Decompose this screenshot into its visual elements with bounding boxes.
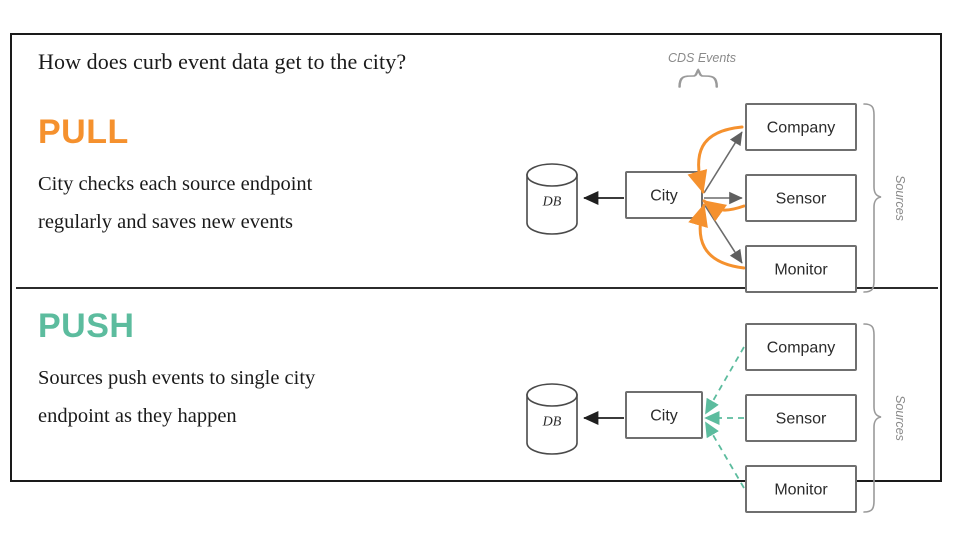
pull-request-arrow-company bbox=[703, 131, 743, 194]
pull-text-column: PULL City checks each source endpoint re… bbox=[38, 113, 468, 241]
cds-events-brace bbox=[678, 68, 718, 88]
pull-diagram: CDS Events DB City bbox=[492, 35, 942, 293]
pull-source-label-sensor: Sensor bbox=[776, 191, 827, 208]
push-city-node: City bbox=[625, 391, 703, 439]
pull-city-node: City bbox=[625, 171, 703, 219]
cds-events-label: CDS Events bbox=[668, 51, 736, 65]
push-text-column: PUSH Sources push events to single city … bbox=[38, 307, 468, 435]
push-source-monitor: Monitor bbox=[745, 465, 857, 513]
push-db-node: DB bbox=[526, 383, 578, 455]
push-source-label-company: Company bbox=[767, 340, 835, 357]
push-db-label: DB bbox=[542, 415, 562, 430]
pull-db-label: DB bbox=[542, 195, 562, 210]
pull-source-sensor: Sensor bbox=[745, 174, 857, 222]
push-source-label-sensor: Sensor bbox=[776, 411, 827, 428]
pull-sources-brace bbox=[863, 103, 882, 293]
push-heading: PUSH bbox=[38, 307, 135, 345]
push-description-line-2: endpoint as they happen bbox=[38, 405, 237, 427]
pull-description-line-2: regularly and saves new events bbox=[38, 211, 294, 233]
pull-heading: PULL bbox=[38, 113, 129, 151]
section-divider bbox=[16, 287, 938, 289]
push-description: Sources push events to single city endpo… bbox=[38, 359, 438, 435]
pull-city-label: City bbox=[650, 188, 678, 205]
push-source-label-monitor: Monitor bbox=[774, 482, 828, 499]
push-arrow-company bbox=[705, 346, 745, 415]
page-title: How does curb event data get to the city… bbox=[38, 49, 407, 74]
pull-description: City checks each source endpoint regular… bbox=[38, 165, 438, 241]
pull-db-node: DB bbox=[526, 163, 578, 235]
push-sources-label: Sources bbox=[893, 395, 907, 441]
slide-frame: How does curb event data get to the city… bbox=[10, 33, 942, 513]
push-arrow-monitor bbox=[705, 421, 745, 489]
pull-return-curve-company bbox=[687, 125, 744, 194]
pull-sources-label: Sources bbox=[893, 175, 907, 221]
push-city-label: City bbox=[650, 408, 678, 425]
push-diagram: DB City Company Sensor bbox=[492, 287, 942, 513]
push-source-sensor: Sensor bbox=[745, 394, 857, 442]
pull-source-label-company: Company bbox=[767, 120, 835, 137]
pull-source-monitor: Monitor bbox=[745, 245, 857, 293]
pull-source-company: Company bbox=[745, 103, 857, 151]
pull-source-label-monitor: Monitor bbox=[774, 262, 828, 279]
pull-return-curve-sensor bbox=[702, 199, 746, 222]
pull-return-curve-monitor bbox=[688, 203, 746, 270]
push-description-line-1: Sources push events to single city bbox=[38, 367, 316, 389]
pull-description-line-1: City checks each source endpoint bbox=[38, 173, 313, 195]
push-sources-brace bbox=[863, 323, 882, 513]
push-source-company: Company bbox=[745, 323, 857, 371]
